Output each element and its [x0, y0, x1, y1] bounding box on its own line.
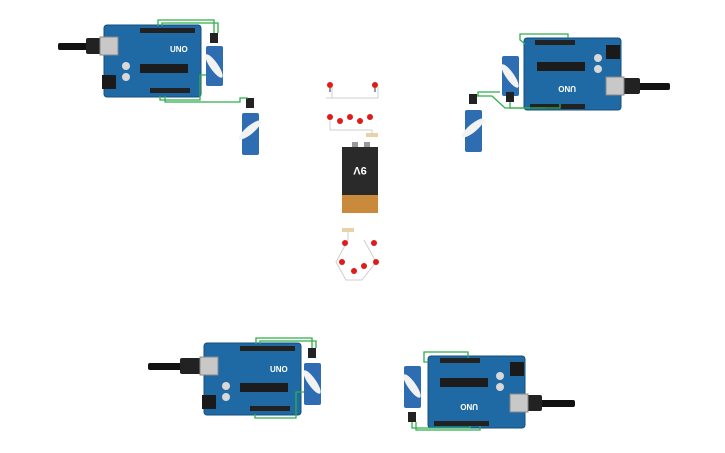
analog-header — [150, 88, 190, 93]
led — [327, 82, 333, 92]
capacitor — [594, 54, 602, 62]
led — [361, 263, 367, 269]
board-model-label: UNO — [460, 402, 478, 411]
board-model-label: UNO — [170, 45, 188, 54]
servo-horn — [461, 118, 485, 138]
power-jack — [102, 75, 116, 89]
analog-header — [535, 40, 575, 45]
servo-connector — [308, 348, 316, 358]
servo-horn — [501, 64, 519, 88]
arduino-bottom-left[interactable]: UNO — [148, 342, 302, 416]
capacitor — [594, 65, 602, 73]
wires-bottom-right — [411, 351, 481, 431]
arduino-bottom-right[interactable]: UNO — [427, 355, 575, 429]
servo-connector — [408, 412, 416, 422]
servo-connector — [469, 94, 477, 104]
wires-top-right — [477, 33, 569, 109]
led — [367, 114, 373, 120]
servo-bottom-right[interactable] — [401, 366, 424, 422]
battery-body-bottom — [342, 195, 378, 213]
led-wire — [329, 120, 373, 135]
usb-cable — [535, 400, 575, 407]
battery-label: 9V — [353, 164, 367, 176]
usb-port — [509, 393, 529, 413]
servo-connector — [246, 98, 254, 108]
arduino-top-right[interactable]: UNO — [523, 37, 670, 111]
led — [339, 259, 345, 265]
battery-body-top — [342, 147, 378, 195]
usb-port — [99, 36, 119, 56]
capacitor — [496, 372, 504, 380]
servo-horn — [238, 120, 262, 140]
digital-header — [434, 421, 489, 426]
usb-plug — [180, 358, 202, 374]
led — [357, 118, 363, 124]
servo-top-right-near[interactable] — [499, 56, 522, 102]
servo-top-left-far[interactable] — [237, 98, 264, 155]
power-jack — [202, 395, 216, 409]
led — [327, 114, 333, 120]
led-wire — [331, 87, 379, 99]
arduino-top-left[interactable]: UNO — [58, 24, 202, 98]
servo-horn — [403, 374, 421, 398]
led — [371, 240, 377, 246]
battery-terminal — [364, 142, 370, 147]
arduino-board — [203, 342, 302, 416]
servo-top-right-far[interactable] — [460, 94, 487, 152]
capacitor — [222, 382, 230, 390]
usb-port — [199, 356, 219, 376]
usb-port — [605, 76, 625, 96]
servo-bottom-left[interactable] — [301, 348, 324, 405]
power-jack — [510, 362, 524, 376]
battery-9v[interactable]: 9V — [342, 142, 378, 213]
arduino-board — [103, 24, 202, 98]
usb-cable — [148, 363, 188, 370]
led — [372, 82, 378, 92]
battery-terminal — [352, 142, 358, 147]
microcontroller-chip — [440, 378, 488, 387]
capacitor — [122, 62, 130, 70]
wires-bottom-left — [254, 337, 317, 419]
analog-header — [440, 358, 480, 363]
digital-header — [530, 104, 585, 109]
digital-header — [240, 346, 295, 351]
servo-top-left-near[interactable] — [203, 33, 226, 86]
led — [347, 114, 353, 120]
led — [351, 268, 357, 274]
led-cluster-bottom — [335, 228, 379, 281]
capacitor — [222, 393, 230, 401]
servo-horn — [205, 54, 223, 78]
board-model-label: UNO — [270, 365, 288, 374]
led — [337, 118, 343, 124]
microcontroller-chip — [140, 64, 188, 73]
led — [342, 240, 348, 246]
power-jack — [606, 45, 620, 59]
led-cluster-top — [326, 82, 379, 137]
servo-horn — [303, 370, 321, 394]
microcontroller-chip — [537, 62, 585, 71]
led — [373, 259, 379, 265]
digital-header — [140, 28, 195, 33]
resistor — [342, 228, 354, 232]
capacitor — [122, 73, 130, 81]
wires-top-left — [157, 19, 248, 103]
board-model-label: UNO — [558, 84, 576, 93]
capacitor — [496, 383, 504, 391]
microcontroller-chip — [240, 383, 288, 392]
analog-header — [250, 406, 290, 411]
servo-connector — [210, 33, 218, 43]
servo-connector — [506, 92, 514, 102]
